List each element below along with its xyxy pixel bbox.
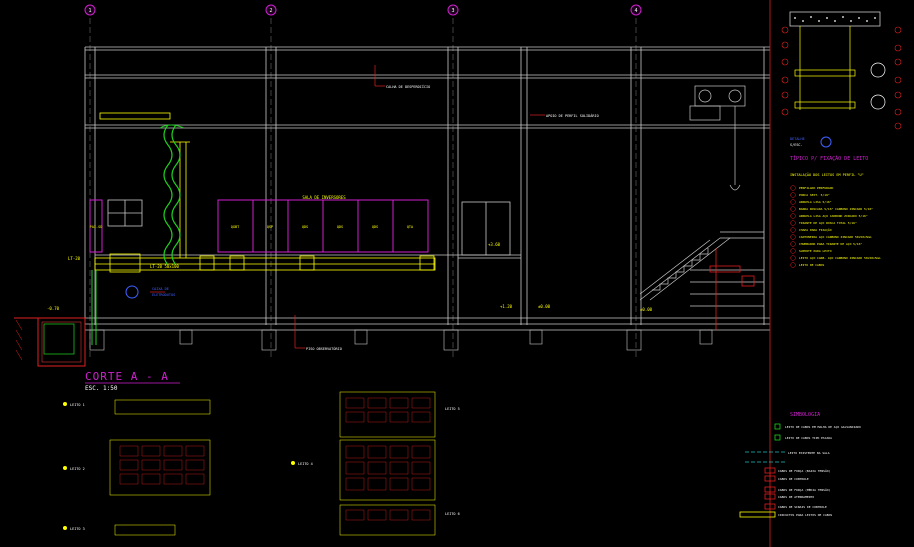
pit <box>14 317 86 367</box>
detail-sublabel: S/ESC. <box>790 143 803 147</box>
callout-box: CAIXA DE <box>152 287 169 291</box>
detail-note-2: PORCA SEXT. 5/16" <box>799 193 830 197</box>
detail-bubble <box>820 136 832 148</box>
legend-item-8: CABOS DE ATERRAMENTO <box>778 495 814 499</box>
switchboard <box>89 199 429 253</box>
tray-table-right <box>339 391 436 536</box>
panel-label-4: QDS <box>337 225 343 229</box>
detail-note-7: CHAPA PARA FIXAÇÃO <box>799 227 832 232</box>
conduit-label-left: LT-20 <box>68 256 81 261</box>
detail-hatch <box>794 16 876 22</box>
legend-symbols <box>739 423 785 518</box>
level-mark-1: +3.60 <box>488 242 501 247</box>
grid-bubble-2: 2 <box>269 8 272 14</box>
level-mark-5: -0.70 <box>47 306 60 311</box>
room-label: SALA DE INVERSORES <box>302 195 346 200</box>
section-scale: ESC. 1:50 <box>85 385 118 392</box>
foundations <box>89 329 713 351</box>
detail-note-3: ARRUELA LISA 5/16" <box>799 200 832 204</box>
flexible-conduit <box>163 124 173 266</box>
tray-label-6: LEITO 6 <box>445 512 460 516</box>
callout-leaders <box>150 65 545 349</box>
legend-item-6: CABOS DE CONTROLE <box>778 477 809 481</box>
detail-markers <box>781 26 902 130</box>
legend-item-10: CIRCUITOS PARA LEITOS DE CABOS <box>778 513 832 517</box>
legend-item-3: LEITO EXISTENTE NA SALA <box>788 451 830 455</box>
detail-note-1: PERFILADO PERFURADO <box>799 186 834 190</box>
legend-item-7: CABOS DE FORÇA (MÉDIA TENSÃO) <box>778 487 831 492</box>
legend-title: SIMBOLOGIA <box>790 412 820 418</box>
panel-label-2: QSP <box>267 225 273 229</box>
detail-note-9: CHUMBADOR PARA TIRANTE DE AÇO 5/16" <box>799 242 862 246</box>
conduit-label-mid: LT-20 50x100 <box>150 264 179 269</box>
left-panel-label: PAI-SD <box>90 225 103 229</box>
tray-label-3: LEITO 3 <box>70 527 85 531</box>
grid-bubble-4: 4 <box>634 8 637 14</box>
callout-floor: PISO OBSERVATÓRIO <box>306 346 342 351</box>
building-structure <box>84 46 770 331</box>
detail-subtitle: INSTALAÇÃO DOS LEITOS EM PERFIL "U" <box>790 172 864 177</box>
detail-note-5: ARRUELA LISA AÇO CARBONO ZINCADO 5/16" <box>799 214 868 218</box>
detail-note-4: BARRA ROSCADA 5/16" CARBONO ZINCADO 5/16… <box>799 207 873 211</box>
legend-item-5: CABOS DE FORÇA (BAIXA TENSÃO) <box>778 468 831 473</box>
tray-label-1: LEITO 1 <box>70 403 85 407</box>
level-mark-2: +1.20 <box>500 304 513 309</box>
detail-note-6: TIRANTE DE AÇO ROSCA TOTAL 5/16" <box>799 221 857 225</box>
detail-note-8: CANTONEIRA AÇO CARBONO ZINCADO 50x50x5mm <box>799 235 871 239</box>
panel-label-1: QGBT <box>231 225 240 229</box>
detail-frame <box>769 0 881 547</box>
detail-note-11: LEITO AÇO CARB. AÇO CARBONO ZINCADO 50x5… <box>799 256 880 260</box>
grid-lines <box>89 18 637 360</box>
grid-bubble-3: 3 <box>451 8 454 14</box>
tray-table-left <box>109 399 211 536</box>
legend-item-2: LEITO DE CABOS TIPO ESCADA <box>785 436 832 440</box>
callout-box-2: ELETRODUTOS <box>152 293 175 297</box>
panel-label-3: QDS <box>302 225 308 229</box>
grid-bubbles <box>84 4 642 16</box>
panel-label-5: QDS <box>372 225 378 229</box>
grid-bubble-1: 1 <box>88 8 91 14</box>
stair <box>639 231 764 307</box>
crane <box>689 85 746 191</box>
tray-cells <box>119 397 431 521</box>
detail-note-12: LEITO DE CABOS <box>799 263 824 267</box>
pit-box <box>43 323 75 355</box>
cable-tray-low <box>94 253 436 273</box>
section-title: CORTE A - A <box>85 370 169 383</box>
pit-hatch <box>15 319 23 361</box>
tray-label-2: LEITO 2 <box>70 467 85 471</box>
detail-label: DETALHE <box>790 137 805 141</box>
detail-drawing <box>794 26 886 110</box>
detail-title: TÍPICO P/ FIXAÇÃO DE LEITO <box>790 154 868 162</box>
tray-label-5: LEITO 5 <box>445 407 460 411</box>
level-mark-4: ±0.00 <box>640 307 653 312</box>
callout-bracket: APOIO DE PERFIL SOLIDÁRIO <box>546 113 599 118</box>
legend-item-1: LEITO DE CABOS EM MALHA DE AÇO GALVANIZA… <box>785 425 861 429</box>
detail-note-10: SUPORTE PARA LEITO <box>799 249 832 253</box>
tray-label-4: LEITO 4 <box>298 462 313 466</box>
detail-note-markers <box>790 185 796 268</box>
conduit-circle <box>125 285 139 299</box>
level-mark-3: ±0.00 <box>538 304 551 309</box>
stair-red-items <box>709 248 755 330</box>
legend-item-9: CABOS DE SINAIS DE CONTROLE <box>778 505 827 509</box>
callout-tray: CALHA DE DESPERDIÍCIO <box>386 84 430 89</box>
panel-label-6: QTA <box>407 225 414 229</box>
